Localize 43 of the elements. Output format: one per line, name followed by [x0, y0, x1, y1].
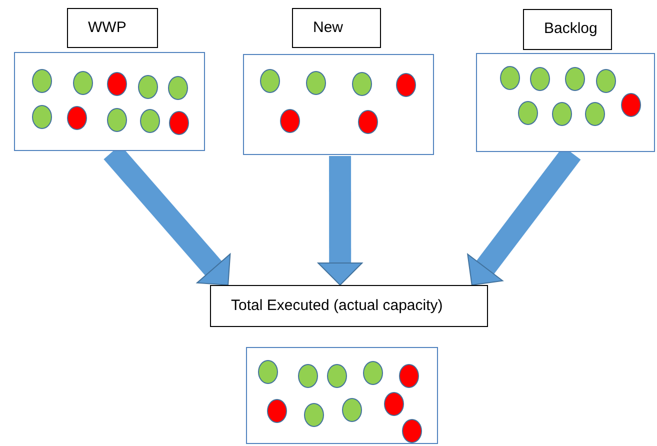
dot-marker — [280, 109, 300, 133]
dot-marker — [260, 69, 280, 93]
block-arrow — [318, 156, 363, 286]
dot-marker — [168, 76, 188, 100]
dot-marker — [518, 101, 538, 125]
dot-marker — [73, 71, 93, 95]
dot-marker — [327, 364, 347, 388]
item-panel — [243, 54, 434, 155]
dot-marker — [32, 105, 52, 129]
dot-marker — [352, 72, 372, 96]
dot-marker — [138, 75, 158, 99]
dot-marker — [621, 93, 641, 117]
dot-marker — [107, 72, 127, 96]
item-panel — [14, 52, 205, 151]
label-box: WWP — [67, 8, 158, 48]
label-box: Backlog — [523, 9, 612, 50]
dot-marker — [596, 69, 616, 93]
dot-marker — [565, 67, 585, 91]
dot-marker — [363, 361, 383, 385]
dot-marker — [552, 102, 572, 126]
dot-marker — [399, 364, 419, 388]
dot-marker — [530, 67, 550, 91]
dot-marker — [298, 364, 318, 388]
dot-marker — [342, 398, 362, 422]
dot-marker — [396, 73, 416, 97]
dot-marker — [358, 110, 378, 134]
dot-marker — [258, 360, 278, 384]
dot-marker — [500, 66, 520, 90]
dot-marker — [32, 69, 52, 93]
dot-marker — [306, 71, 326, 95]
item-panel — [246, 347, 438, 444]
dot-marker — [140, 109, 160, 133]
dot-marker — [585, 102, 605, 126]
label-box: New — [292, 8, 381, 48]
dot-marker — [304, 403, 324, 427]
dot-marker — [267, 399, 287, 423]
label-box: Total Executed (actual capacity) — [210, 285, 488, 327]
dot-marker — [169, 111, 189, 135]
item-panel — [476, 53, 655, 152]
dot-marker — [107, 108, 127, 132]
dot-marker — [402, 419, 422, 443]
dot-marker — [67, 106, 87, 130]
dot-marker — [384, 392, 404, 416]
